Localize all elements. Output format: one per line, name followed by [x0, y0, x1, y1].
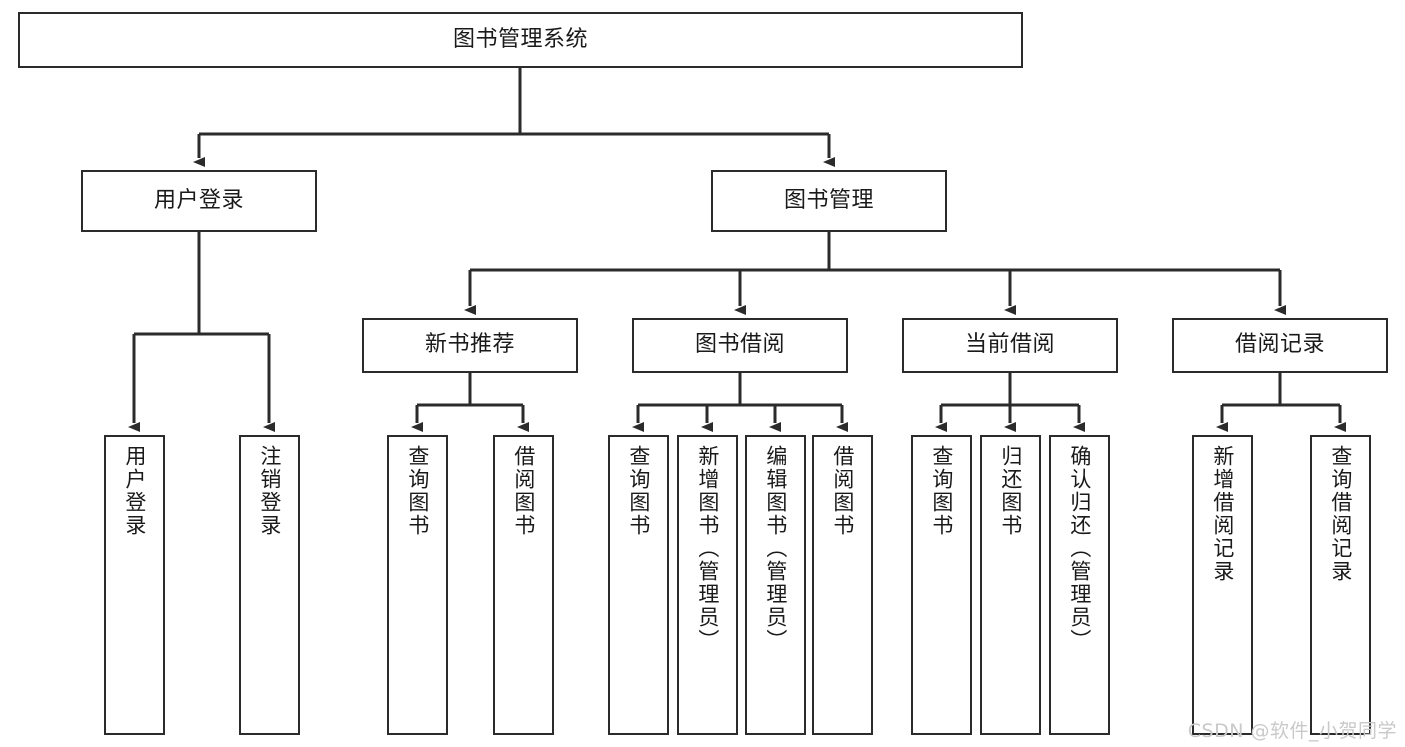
node-leaf-borrow-book-1[interactable]: 借阅图书 — [493, 435, 554, 735]
node-leaf-add-book-label: 新增图书（管理员） — [695, 445, 720, 652]
node-leaf-query-book-2-label: 查询图书 — [626, 445, 651, 537]
node-leaf-query-book-1[interactable]: 查询图书 — [387, 435, 448, 735]
node-borrow-record[interactable]: 借阅记录 — [1172, 318, 1388, 373]
node-book-borrow-label: 图书借阅 — [694, 332, 785, 358]
node-leaf-return-book[interactable]: 归还图书 — [980, 435, 1041, 735]
node-leaf-query-book-1-label: 查询图书 — [405, 445, 430, 537]
node-leaf-logout-login-label: 注销登录 — [257, 445, 282, 537]
node-leaf-logout-login[interactable]: 注销登录 — [239, 435, 300, 735]
node-leaf-borrow-book-2-label: 借阅图书 — [830, 445, 855, 537]
node-leaf-add-record-label: 新增借阅记录 — [1210, 445, 1235, 583]
node-leaf-query-book-2[interactable]: 查询图书 — [608, 435, 669, 735]
node-root-label: 图书管理系统 — [452, 26, 588, 52]
node-current-borrow[interactable]: 当前借阅 — [902, 318, 1118, 373]
node-leaf-return-book-label: 归还图书 — [998, 445, 1023, 537]
node-leaf-add-book[interactable]: 新增图书（管理员） — [677, 435, 738, 735]
watermark: CSDN @软件_小贺同学 — [1187, 720, 1397, 742]
node-book-borrow[interactable]: 图书借阅 — [632, 318, 848, 373]
node-leaf-confirm-return[interactable]: 确认归还（管理员） — [1049, 435, 1110, 735]
node-book-management-label: 图书管理 — [783, 187, 874, 213]
node-leaf-user-login-label: 用户登录 — [122, 445, 147, 537]
node-root[interactable]: 图书管理系统 — [18, 12, 1023, 68]
node-leaf-borrow-book-2[interactable]: 借阅图书 — [812, 435, 873, 735]
node-leaf-confirm-return-label: 确认归还（管理员） — [1067, 445, 1092, 652]
node-new-book-recommend[interactable]: 新书推荐 — [362, 318, 578, 373]
node-leaf-add-record[interactable]: 新增借阅记录 — [1192, 435, 1253, 735]
node-leaf-edit-book-label: 编辑图书（管理员） — [763, 445, 788, 652]
node-book-management[interactable]: 图书管理 — [711, 170, 947, 232]
node-leaf-edit-book[interactable]: 编辑图书（管理员） — [745, 435, 806, 735]
node-current-borrow-label: 当前借阅 — [964, 332, 1055, 358]
node-leaf-query-book-3-label: 查询图书 — [929, 445, 954, 537]
node-leaf-user-login[interactable]: 用户登录 — [104, 435, 165, 735]
node-user-login-label: 用户登录 — [153, 187, 244, 213]
node-borrow-record-label: 借阅记录 — [1234, 332, 1325, 358]
node-leaf-query-book-3[interactable]: 查询图书 — [911, 435, 972, 735]
node-leaf-query-record-label: 查询借阅记录 — [1328, 445, 1353, 583]
node-user-login[interactable]: 用户登录 — [81, 170, 317, 232]
node-leaf-borrow-book-1-label: 借阅图书 — [511, 445, 536, 537]
node-new-book-recommend-label: 新书推荐 — [424, 332, 515, 358]
node-leaf-query-record[interactable]: 查询借阅记录 — [1310, 435, 1371, 735]
